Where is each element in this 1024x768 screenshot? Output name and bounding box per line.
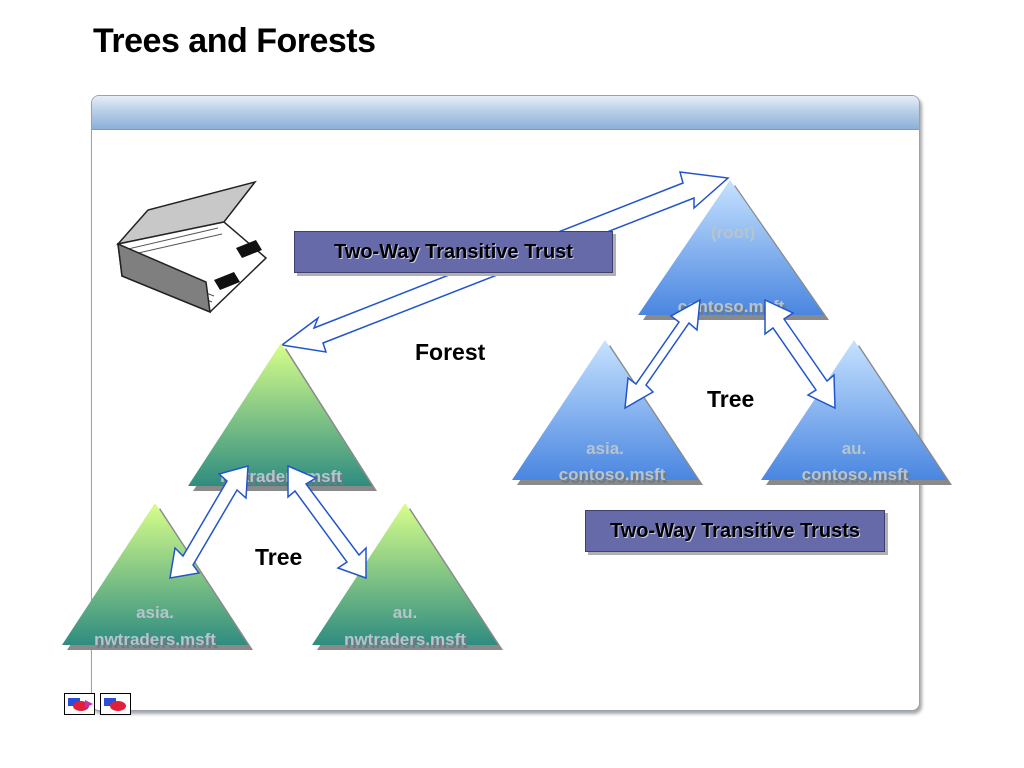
node-contoso-asia-label-1: asia. (586, 439, 624, 458)
node-nwtraders-au-label-1: au. (393, 603, 418, 622)
tree-nwtraders: nwtraders.msft nwtraders.msft asia. nwtr… (62, 343, 503, 652)
slide-nav-icon-next[interactable] (100, 693, 131, 715)
svg-text:nwtraders.msft: nwtraders.msft (222, 470, 344, 489)
slide-nav-icon-graphic (68, 698, 93, 711)
node-nwtraders-asia-label-2: nwtraders.msft (94, 630, 216, 649)
svg-text:contoso.msft: contoso.msft (680, 300, 787, 319)
trust-arrow-contoso-au (764, 298, 836, 410)
slide-nav-icon[interactable] (64, 693, 95, 715)
node-nwtraders-root-triangle (188, 343, 372, 486)
tree-label-left: Tree (255, 544, 302, 570)
node-contoso-root-label-1: (root) (711, 223, 755, 242)
tree-contoso: (root) contoso.msft contoso.msft asia. c… (512, 180, 952, 487)
svg-text:contoso.msft: contoso.msft (804, 468, 911, 487)
node-nwtraders-au-label-2: nwtraders.msft (344, 630, 466, 649)
svg-text:nwtraders.msft: nwtraders.msft (346, 633, 468, 652)
trust-arrow-nwtraders-asia (169, 464, 249, 579)
trust-label-box-plural: Two-Way Transitive Trusts (585, 510, 885, 552)
slide-nav-icon-next-graphic (104, 698, 126, 711)
node-nwtraders-au-triangle (312, 503, 498, 645)
book-icon (115, 180, 268, 314)
node-nwtraders-asia-triangle (62, 503, 248, 645)
trust-label-single: Two-Way Transitive Trust (334, 240, 573, 263)
forest-label: Forest (415, 339, 486, 365)
trust-label-plural: Two-Way Transitive Trusts (609, 519, 861, 542)
node-contoso-root-label-2: contoso.msft (678, 297, 785, 316)
slide-title: Trees and Forests (93, 22, 376, 60)
svg-text:contoso.msft: contoso.msft (561, 468, 668, 487)
trust-arrow-contoso-asia (624, 298, 701, 410)
node-contoso-asia-triangle (512, 340, 698, 480)
trust-arrow-nwtraders-au (287, 464, 367, 580)
tree-label-right: Tree (707, 386, 754, 412)
node-contoso-root-triangle (638, 180, 824, 315)
trust-label-box-single: Two-Way Transitive Trust (294, 231, 613, 273)
svg-text:nwtraders.msft: nwtraders.msft (96, 633, 218, 652)
panel-header-bar (92, 96, 919, 130)
node-contoso-asia-label-2: contoso.msft (559, 465, 666, 484)
node-contoso-au-label-2: contoso.msft (802, 465, 909, 484)
node-nwtraders-asia-label-1: asia. (136, 603, 174, 622)
node-contoso-au-label-1: au. (842, 439, 867, 458)
node-contoso-au-triangle (761, 340, 947, 480)
